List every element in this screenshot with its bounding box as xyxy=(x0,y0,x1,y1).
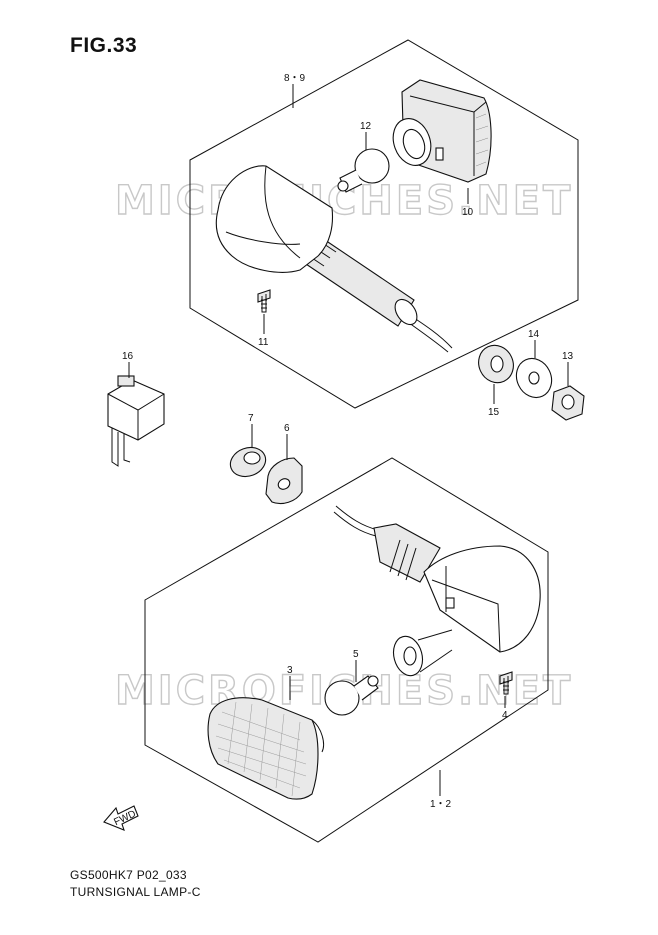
footer-model-code: GS500HK7 P02_033 xyxy=(70,868,187,882)
screw-upper xyxy=(257,289,271,313)
callout-13: 13 xyxy=(562,351,574,362)
lens-upper xyxy=(392,79,492,183)
callout-12: 12 xyxy=(360,121,372,132)
callout-6: 6 xyxy=(284,423,290,434)
fwd-arrow-icon: FWD xyxy=(103,805,139,831)
turn-signal-housing-upper xyxy=(215,165,453,353)
callout-14: 14 xyxy=(528,329,540,340)
frame-upper-assembly xyxy=(189,39,579,409)
callout-4: 4 xyxy=(502,710,508,721)
spacer xyxy=(229,446,267,478)
frame-lower-assembly xyxy=(144,457,549,843)
screw-lower xyxy=(499,671,513,695)
figure-title: FIG.33 xyxy=(70,34,138,57)
callout-11: 11 xyxy=(258,337,269,348)
washer-large xyxy=(515,357,553,399)
bulb-lower xyxy=(324,675,379,716)
socket-lower xyxy=(392,629,453,677)
footer-caption: TURNSIGNAL LAMP-C xyxy=(70,885,201,899)
callout-1-2: 1・2 xyxy=(430,799,452,810)
callout-8-9: 8・9 xyxy=(284,73,306,84)
bulb-upper xyxy=(337,148,390,193)
leader-lines xyxy=(128,84,569,796)
cushion-lower xyxy=(265,457,303,505)
callout-7: 7 xyxy=(248,413,254,424)
cushion-upper xyxy=(478,344,514,384)
relay xyxy=(107,375,165,467)
callout-10: 10 xyxy=(462,207,474,218)
callout-16: 16 xyxy=(122,351,134,362)
callout-15: 15 xyxy=(488,407,500,418)
turn-signal-housing-lower xyxy=(333,505,541,653)
lens-lower xyxy=(207,697,325,800)
nut xyxy=(551,385,585,421)
callout-3: 3 xyxy=(287,665,293,676)
callout-5: 5 xyxy=(353,649,359,660)
